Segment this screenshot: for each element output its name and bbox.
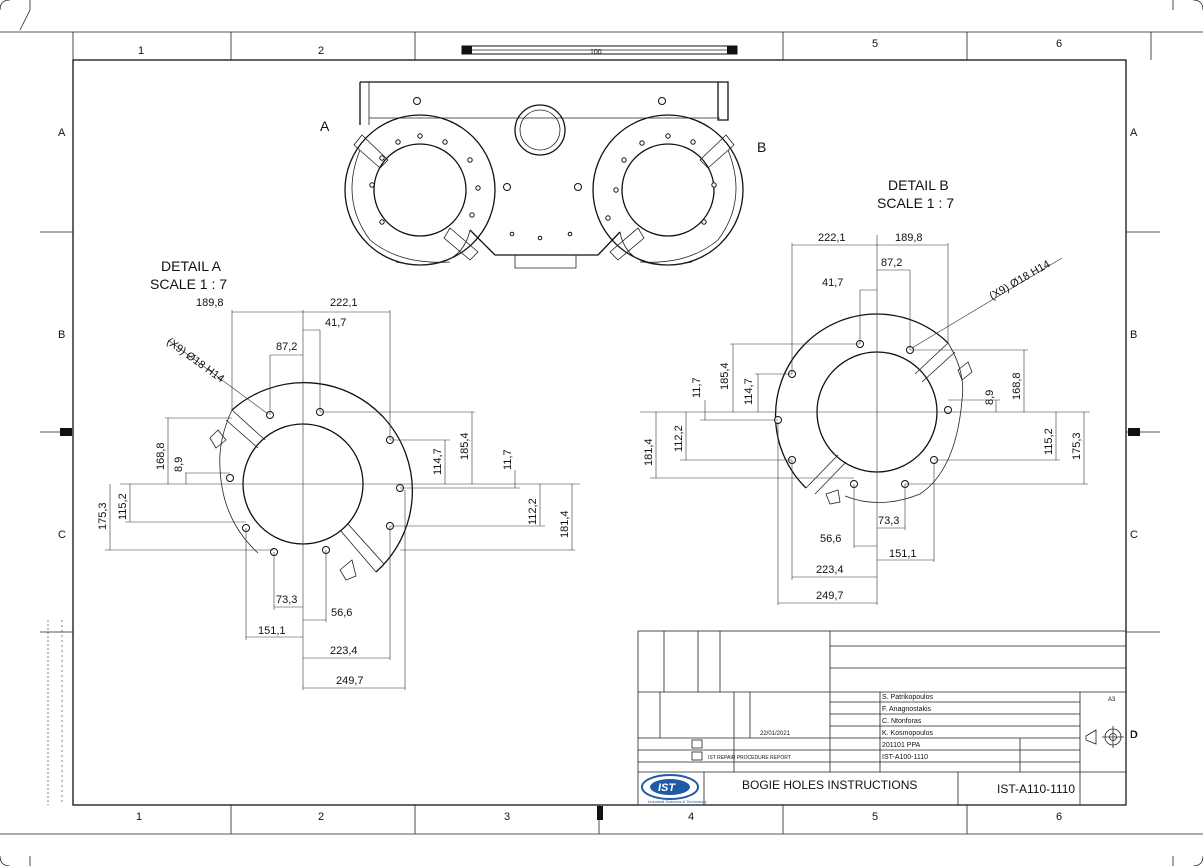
scale-bar: 100 <box>461 45 738 56</box>
zone-row-a-left: A <box>58 127 66 139</box>
detail-a-hole-callout: (X9) Ø18 H14 <box>164 336 226 386</box>
detail-a-dim-151-1: 151,1 <box>258 625 286 637</box>
zone-col-3-bottom: 3 <box>504 811 510 823</box>
zone-row-c-right: C <box>1130 529 1138 541</box>
title-block-code-2: IST-A100-1110 <box>882 754 928 761</box>
detail-a-dim-41-7: 41,7 <box>325 317 346 329</box>
zone-column-labels-top: 1 2 5 6 <box>138 38 1062 57</box>
company-logo-text: IST <box>658 782 676 794</box>
side-ruler <box>47 620 63 805</box>
title-block-name-4: K. Kosmopoulos <box>882 730 933 737</box>
detail-a-dim-8-9: 8,9 <box>173 457 185 472</box>
zone-col-2-bottom: 2 <box>318 811 324 823</box>
zone-row-labels: A B C A B C D <box>58 127 1138 741</box>
zone-row-b-right: B <box>1130 329 1137 341</box>
company-logo: IST Industrial Sciences & Technology <box>641 774 707 804</box>
zone-col-5: 5 <box>872 38 878 50</box>
detail-b-dim-41-7: 41,7 <box>822 277 843 289</box>
detail-b-hole-callout: (X9) Ø18 H14 <box>988 258 1053 302</box>
detail-b-dim-56-6: 56,6 <box>820 533 841 545</box>
title-block-report-label: IST REPAIR PROCEDURE REPORT <box>708 755 791 761</box>
detail-a-dim-185-4: 185,4 <box>459 432 471 460</box>
detail-a-dim-249-7: 249,7 <box>336 675 364 687</box>
detail-a-dim-11-7: 11,7 <box>502 449 514 470</box>
detail-b-dim-175-3: 175,3 <box>1071 432 1083 460</box>
detail-b-dim-115-2: 115,2 <box>1043 428 1055 455</box>
zone-row-c-left: C <box>58 529 66 541</box>
zone-col-5-bottom: 5 <box>872 811 878 823</box>
detail-b-dim-8-9: 8,9 <box>984 390 996 405</box>
zone-col-1: 1 <box>138 45 144 57</box>
title-block-code-1: 201101 PPA <box>882 742 921 749</box>
title-block-sheet-letter: D <box>1130 730 1137 741</box>
detail-b-dim-151-1: 151,1 <box>889 548 917 560</box>
detail-b-dim-73-3: 73,3 <box>878 515 899 527</box>
drawing-title: BOGIE HOLES INSTRUCTIONS <box>742 778 917 792</box>
detail-b-scale: SCALE 1 : 7 <box>877 195 954 211</box>
detail-a: DETAIL A SCALE 1 : 7 <box>97 258 580 690</box>
detail-b-dim-185-4: 185,4 <box>719 362 731 390</box>
detail-b-dim-223-4: 223,4 <box>816 564 844 576</box>
title-block: S. Patrikopoulos F. Anagnostakis C. Nton… <box>637 630 1137 806</box>
company-tagline: Industrial Sciences & Technology <box>648 799 707 804</box>
zone-col-1-bottom: 1 <box>136 811 142 823</box>
detail-a-dim-87-2: 87,2 <box>276 341 297 353</box>
detail-b-dim-114-7: 114,7 <box>743 378 755 405</box>
detail-a-dim-223-4: 223,4 <box>330 645 358 657</box>
title-block-name-3: C. Ntonforas <box>882 718 922 725</box>
detail-a-scale: SCALE 1 : 7 <box>150 276 227 292</box>
detail-a-dim-189-8: 189,8 <box>196 297 224 309</box>
detail-b-dim-249-7: 249,7 <box>816 590 844 602</box>
detail-a-dim-73-3: 73,3 <box>276 594 297 606</box>
detail-b: DETAIL B SCALE 1 : 7 <box>640 177 1090 605</box>
detail-b-dim-181-4: 181,4 <box>643 438 655 466</box>
drawing-number: IST-A110-1110 <box>997 782 1075 796</box>
scale-bar-value: 100 <box>590 49 602 56</box>
detail-b-dim-11-7: 11,7 <box>691 377 703 398</box>
detail-a-title: DETAIL A <box>161 258 222 274</box>
detail-a-callout-letter: A <box>320 118 330 134</box>
detail-a-dim-175-3: 175,3 <box>97 502 109 530</box>
title-block-date: 22/01/2021 <box>760 731 791 737</box>
zone-col-4-bottom: 4 <box>688 811 694 823</box>
detail-a-dim-181-4: 181,4 <box>559 510 571 538</box>
zone-row-d-right: D <box>1130 729 1138 741</box>
detail-b-callout-letter: B <box>757 139 766 155</box>
zone-col-6: 6 <box>1056 38 1062 50</box>
zone-col-6-bottom: 6 <box>1056 811 1062 823</box>
title-block-name-2: F. Anagnostakis <box>882 706 932 713</box>
detail-b-dim-189-8: 189,8 <box>895 232 923 244</box>
detail-a-dim-56-6: 56,6 <box>331 607 352 619</box>
detail-a-dim-114-7: 114,7 <box>432 448 444 475</box>
detail-a-dim-168-8: 168,8 <box>155 442 167 470</box>
detail-b-dim-87-2: 87,2 <box>881 257 902 269</box>
detail-b-dim-168-8: 168,8 <box>1011 372 1023 400</box>
detail-b-title: DETAIL B <box>888 177 949 193</box>
zone-row-b-left: B <box>58 329 65 341</box>
zone-column-labels-bottom: 1 2 3 4 5 6 <box>136 811 1062 823</box>
bogie-main-view: A B <box>320 81 766 269</box>
title-block-name-1: S. Patrikopoulos <box>882 694 933 701</box>
detail-a-dim-115-2: 115,2 <box>117 493 129 520</box>
projection-symbol <box>1085 726 1124 748</box>
detail-a-dim-112-2: 112,2 <box>527 498 539 525</box>
detail-b-dim-222-1: 222,1 <box>818 232 846 244</box>
detail-a-dim-222-1: 222,1 <box>330 297 358 309</box>
zone-row-a-right: A <box>1130 127 1138 139</box>
sheet-size: A3 <box>1108 697 1116 703</box>
zone-col-2: 2 <box>318 45 324 57</box>
detail-b-dim-112-2: 112,2 <box>673 425 685 452</box>
